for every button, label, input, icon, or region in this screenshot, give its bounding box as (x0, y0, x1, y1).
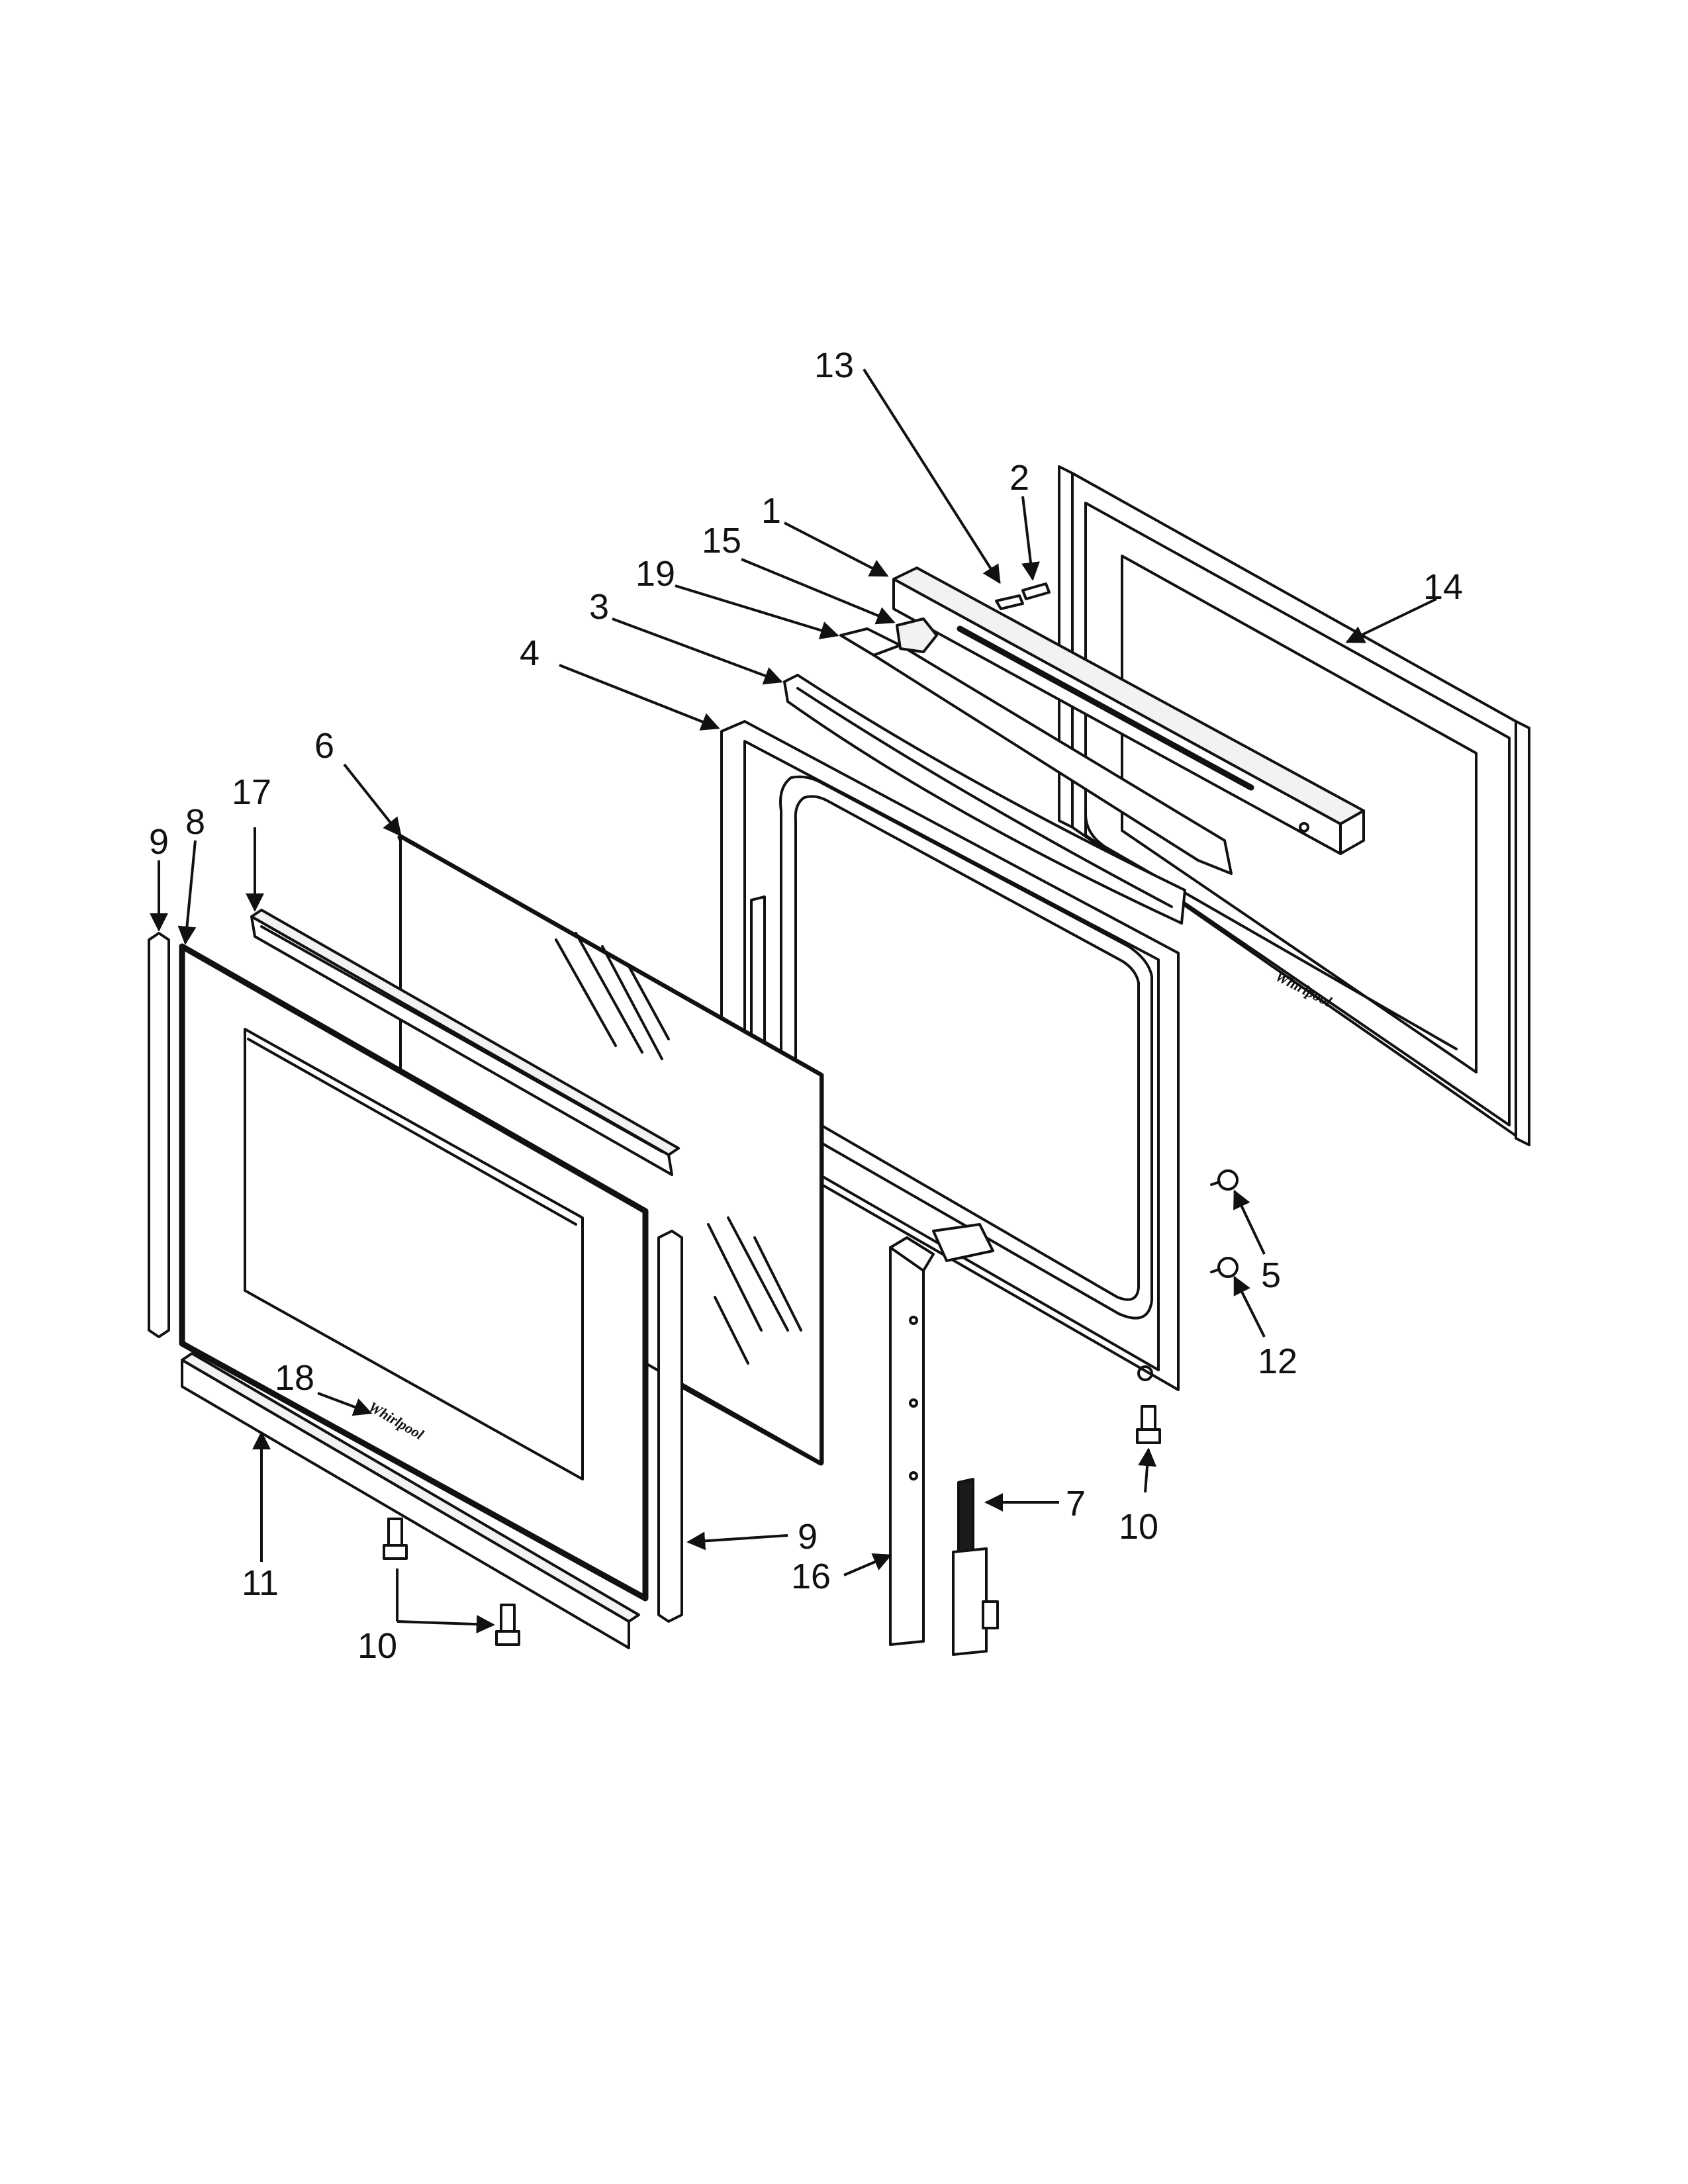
callout-12: 12 (1258, 1342, 1297, 1381)
handle-end-support (839, 627, 1233, 875)
inner-door-frame (720, 720, 1180, 1391)
callout-13: 13 (814, 345, 854, 385)
callout-18: 18 (275, 1358, 314, 1398)
callout-5: 5 (1261, 1255, 1281, 1295)
screw-13-a (995, 594, 1024, 610)
top-vent-trim (892, 567, 1365, 855)
callout-6: 6 (314, 726, 334, 766)
handle-end-cap (896, 617, 938, 653)
callout-4: 4 (520, 633, 539, 673)
screw-2 (1021, 582, 1051, 600)
door-handle (783, 674, 1186, 925)
callout-labels: 13 2 1 15 19 3 4 14 6 17 9 8 5 12 7 10 9… (149, 345, 1463, 1666)
callout-11: 11 (242, 1563, 279, 1603)
screw-12 (1210, 1257, 1239, 1278)
screw-10-left-b (495, 1604, 520, 1646)
outer-glass-door: Whirlpool (179, 943, 649, 1602)
screw-10-left-a (383, 1518, 408, 1560)
callout-1: 1 (761, 491, 781, 531)
bottom-trim (181, 1352, 640, 1649)
screw-5 (1210, 1169, 1239, 1191)
callout-10-left: 10 (357, 1626, 397, 1666)
top-glass-trim (250, 909, 680, 1176)
callout-10-right: 10 (1119, 1507, 1158, 1547)
screw-10-right (1136, 1405, 1161, 1444)
callout-16: 16 (791, 1557, 831, 1596)
glass-reflection-upper (555, 932, 670, 1060)
callout-9-right: 9 (798, 1517, 818, 1557)
callout-7: 7 (1066, 1484, 1086, 1524)
callout-17: 17 (232, 772, 271, 812)
callout-14: 14 (1423, 567, 1463, 607)
callout-8: 8 (185, 802, 205, 842)
side-trim-right (657, 1230, 683, 1623)
callout-2: 2 (1009, 458, 1029, 498)
hinge-receiver (889, 1236, 935, 1646)
leader-lines (150, 368, 1437, 1634)
callout-3: 3 (589, 587, 609, 627)
glass-reflection-lower (707, 1216, 802, 1365)
callout-9-left: 9 (149, 822, 169, 862)
callout-15: 15 (702, 521, 741, 561)
side-trim-left (148, 932, 170, 1338)
callout-19: 19 (635, 554, 675, 594)
door-hinge (952, 1478, 999, 1656)
